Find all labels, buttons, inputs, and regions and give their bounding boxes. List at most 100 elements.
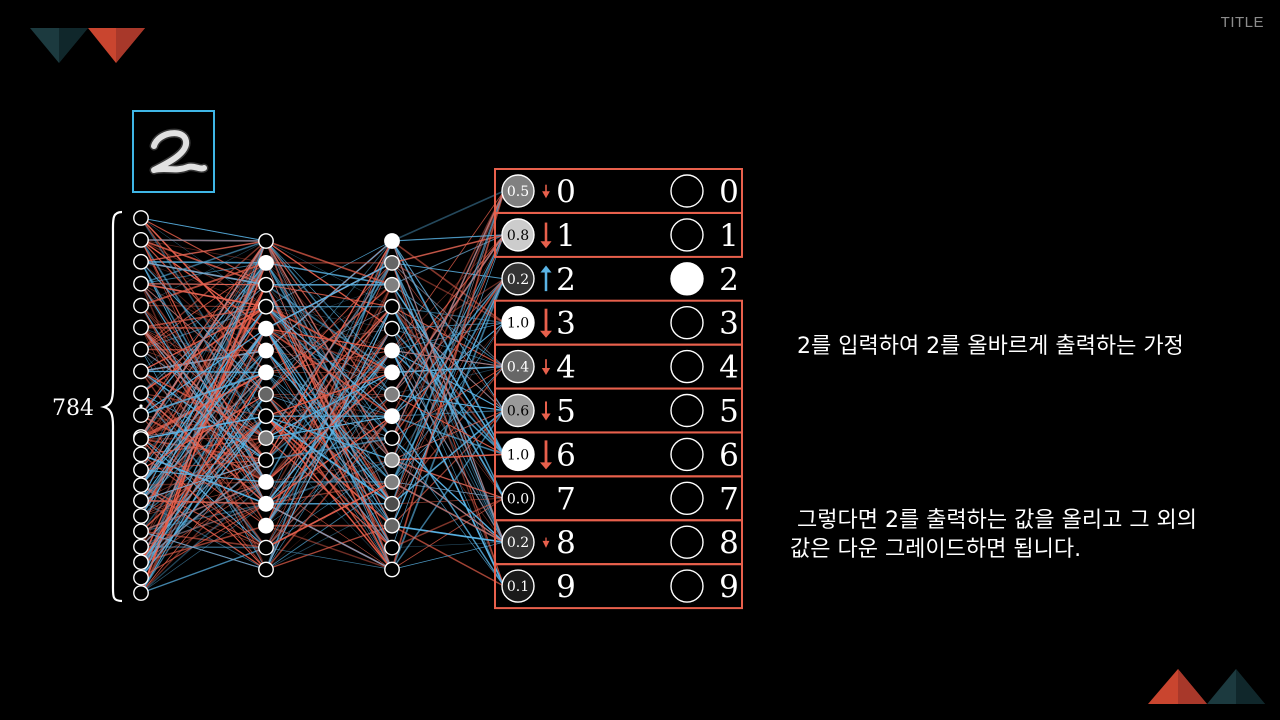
weight-edge-hidden1-hidden2 (265, 481, 393, 549)
hidden1-neuron (258, 430, 274, 446)
weight-edge-input-hidden1 (140, 437, 267, 440)
weight-edge-input-hidden1 (140, 415, 267, 532)
hidden1-neuron (258, 254, 274, 271)
weight-edge-hidden2-output (391, 459, 505, 499)
slide-title-label: TITLE (1220, 14, 1264, 31)
hidden2-neuron (384, 495, 400, 512)
weight-edge-hidden2-output (391, 415, 505, 587)
network-nodes (133, 210, 400, 601)
weight-edge-input-hidden1 (140, 484, 267, 571)
output-neuron-target (670, 218, 704, 252)
weight-edge-hidden2-output (391, 394, 505, 543)
weight-edge-input-hidden1 (140, 481, 267, 594)
weight-edge-input-hidden1 (140, 327, 267, 570)
output-digit-label: 8 (556, 525, 576, 561)
weight-edge-input-hidden1 (140, 370, 267, 373)
output-neuron-current (501, 306, 535, 340)
weight-edge-hidden1-hidden2 (265, 415, 393, 461)
decorative-triangles-top-left (30, 28, 145, 63)
weight-edge-input-hidden1 (140, 284, 267, 394)
weight-edge-hidden1-hidden2 (265, 459, 393, 548)
input-neuron (133, 508, 149, 524)
hidden1-neuron (258, 495, 274, 512)
weight-edge-hidden2-output (391, 409, 505, 417)
weight-edge-input-hidden1 (140, 305, 267, 329)
hidden2-neuron (384, 539, 400, 556)
hidden1-neuron (258, 342, 274, 359)
input-layer-brace (100, 210, 123, 603)
hidden2-neuron (384, 473, 400, 490)
weight-edge-hidden2-output (391, 481, 505, 543)
weight-edge-input-hidden1 (140, 481, 267, 517)
output-neuron-current (501, 349, 535, 384)
input-neuron (133, 569, 149, 586)
output-highlight-box (494, 563, 743, 610)
weight-edge-input-hidden1 (140, 394, 267, 578)
weight-edge-input-hidden1 (140, 327, 267, 505)
weight-edge-hidden1-hidden2 (265, 503, 393, 571)
hidden2-neuron (384, 408, 400, 425)
hidden1-neuron (258, 298, 274, 315)
weight-edge-input-hidden1 (140, 530, 267, 549)
nudge-arrow-down (542, 184, 550, 199)
weight-edge-hidden1-hidden2 (265, 262, 393, 286)
hidden1-neuron (258, 408, 274, 425)
output-neuron-target (670, 393, 704, 428)
output-target-digit-label: 1 (719, 218, 739, 254)
weight-edge-hidden2-output (391, 240, 505, 543)
weight-edge-hidden2-output (391, 240, 505, 324)
output-digit-label: 0 (556, 174, 576, 210)
hidden2-neuron (384, 452, 400, 468)
input-neuron (133, 538, 149, 555)
output-digit-label: 4 (556, 350, 576, 386)
weight-edge-input-hidden1 (140, 459, 267, 517)
weight-edge-hidden2-output (391, 234, 505, 242)
output-target-digit-label: 0 (719, 174, 739, 210)
weight-edge-input-hidden1 (140, 484, 267, 548)
output-current-value: 0.4 (507, 360, 529, 376)
output-digit-label: 1 (556, 218, 576, 254)
hidden1-neuron (258, 386, 274, 403)
weight-edge-input-hidden1 (140, 503, 267, 594)
output-current-value: 1.0 (507, 316, 529, 332)
output-current-value: 0.0 (507, 491, 529, 507)
weight-edge-input-hidden1 (140, 392, 267, 549)
weight-edge-input-hidden1 (140, 305, 267, 461)
weight-edge-hidden2-output (391, 350, 505, 499)
weight-edge-input-hidden1 (140, 350, 267, 438)
output-current-value: 0.2 (507, 272, 529, 288)
output-neuron-current (501, 218, 535, 252)
weight-edge-hidden1-hidden2 (265, 240, 393, 286)
weight-edge-input-hidden1 (140, 530, 267, 571)
weight-edge-input-hidden1 (140, 500, 267, 548)
output-neuron-target (670, 262, 704, 296)
weight-edge-input-hidden1 (140, 459, 267, 594)
output-neuron-target (670, 437, 704, 472)
weight-edge-hidden1-hidden2 (265, 306, 393, 417)
weight-edge-input-hidden1 (140, 328, 267, 486)
weight-edge-input-hidden1 (140, 481, 267, 486)
weight-edge-hidden1-hidden2 (265, 327, 393, 417)
hidden2-neuron (384, 342, 400, 359)
weight-edge-input-hidden1 (140, 453, 267, 549)
input-neuron (133, 363, 149, 380)
decorative-triangles-bottom-right (1148, 669, 1265, 704)
input-neuron (133, 477, 149, 494)
input-neuron (133, 210, 149, 226)
weight-edge-hidden2-output (391, 262, 505, 280)
weight-edge-input-hidden1 (140, 262, 267, 532)
weight-edge-input-hidden1 (140, 393, 267, 471)
hidden2-neuron (384, 386, 400, 403)
hidden1-neuron (258, 517, 274, 534)
output-target-digit-label: 9 (719, 569, 739, 605)
input-neuron (133, 341, 149, 358)
weight-edge-input-hidden1 (140, 503, 267, 579)
weight-edge-input-hidden1 (140, 350, 267, 594)
weight-edge-hidden2-output (391, 541, 505, 570)
